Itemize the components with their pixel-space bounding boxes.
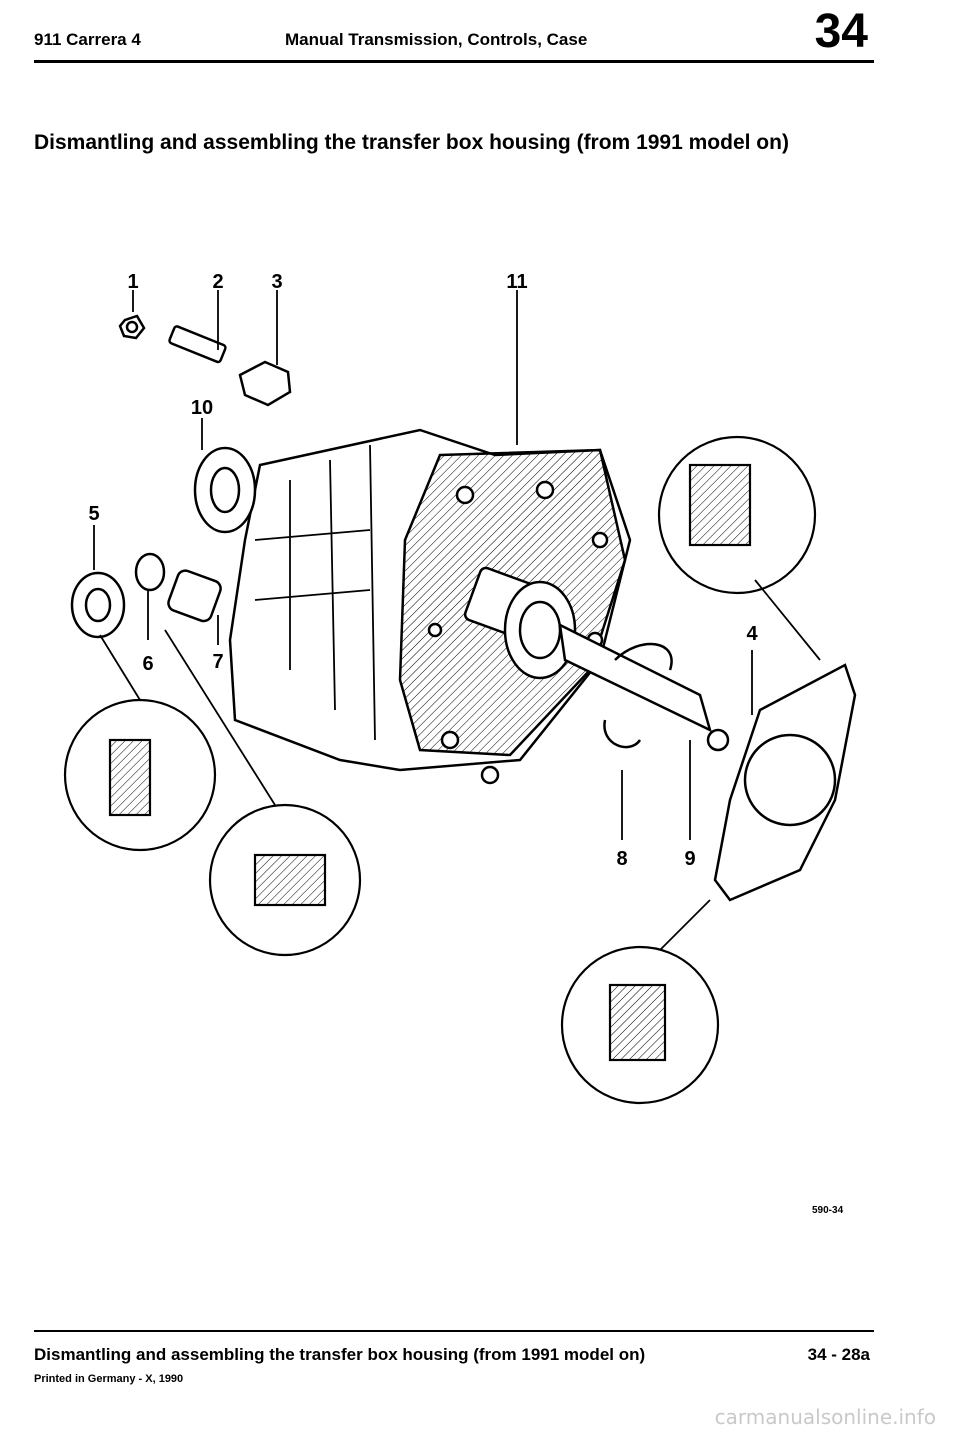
- small-parts: [70, 314, 292, 639]
- callout-11: 11: [506, 271, 527, 293]
- callout-4: 4: [746, 623, 758, 645]
- callout-10: 10: [191, 397, 213, 419]
- footer-rule: [34, 1330, 874, 1332]
- callout-9: 9: [684, 848, 695, 870]
- callout-1: 1: [127, 271, 138, 293]
- footer-page-number: 34 - 28a: [807, 1345, 870, 1364]
- watermark: carmanualsonline.info: [714, 1405, 936, 1429]
- header-group-number: 34: [814, 5, 868, 58]
- detail-circles: [63, 435, 817, 1105]
- callout-3: 3: [271, 271, 282, 293]
- callout-2: 2: [212, 271, 223, 293]
- callout-7: 7: [212, 651, 223, 673]
- footer-printed: Printed in Germany - X, 1990: [34, 1373, 184, 1385]
- header-section: Manual Transmission, Controls, Case: [285, 30, 588, 49]
- callout-6: 6: [142, 653, 153, 675]
- leader-lines: [93, 290, 821, 951]
- output-shaft: [463, 566, 730, 752]
- callout-labels: 1 2 3 4 5 6 7 8 9 10 11: [88, 271, 758, 870]
- header-rule: [34, 60, 874, 63]
- footer-title: Dismantling and assembling the transfer …: [34, 1345, 646, 1364]
- callout-8: 8: [616, 848, 627, 870]
- callout-5: 5: [88, 503, 99, 525]
- exploded-diagram: 1 2 3 4 5 6 7 8 9 10 11: [63, 271, 857, 1105]
- header-model: 911 Carrera 4: [34, 30, 141, 49]
- figure-code: 590-34: [812, 1205, 844, 1216]
- flange: [713, 663, 857, 902]
- page-title: Dismantling and assembling the transfer …: [34, 131, 789, 154]
